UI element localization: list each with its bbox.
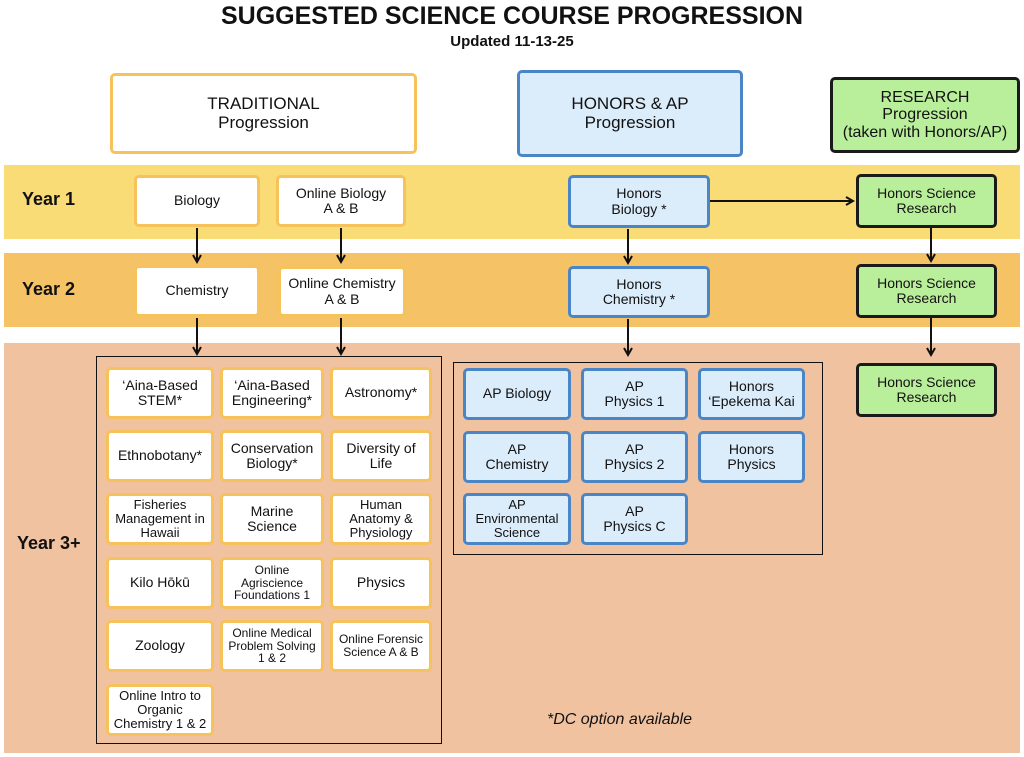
course-honors-biology: Honors Biology * (568, 175, 710, 228)
ap-honors-course: AP Physics C (581, 493, 688, 545)
honors-ap-electives-frame (453, 362, 823, 555)
course-online-chemistry: Online Chemistry A & B (278, 266, 406, 317)
course-biology: Biology (134, 175, 260, 227)
course-chemistry: Chemistry (134, 265, 260, 317)
elective-course: Ethnobotany* (106, 430, 214, 482)
ap-honors-course: Honors ‘Epekema Kai (698, 368, 805, 420)
elective-course: ‘Aina-Based STEM* (106, 367, 214, 419)
course-online-biology: Online Biology A & B (276, 175, 406, 227)
course-honors-science-research-2: Honors Science Research (856, 264, 997, 318)
research-column-header: RESEARCH Progression (taken with Honors/… (830, 77, 1020, 153)
elective-course: Online Medical Problem Solving 1 & 2 (220, 620, 324, 672)
ap-honors-course: AP Biology (463, 368, 571, 420)
elective-course: Marine Science (220, 493, 324, 545)
year-1-label: Year 1 (22, 189, 76, 209)
honors-ap-column-header: HONORS & AP Progression (517, 70, 743, 157)
elective-course: Kilo Hōkū (106, 557, 214, 609)
elective-course: Human Anatomy & Physiology (330, 493, 432, 545)
traditional-column-header: TRADITIONAL Progression (110, 73, 417, 154)
course-honors-science-research-3: Honors Science Research (856, 363, 997, 417)
traditional-electives-frame (96, 356, 442, 744)
elective-course: ‘Aina-Based Engineering* (220, 367, 324, 419)
elective-course: Conservation Biology* (220, 430, 324, 482)
elective-course: Physics (330, 557, 432, 609)
elective-course: Astronomy* (330, 367, 432, 419)
page-subtitle: Updated 11-13-25 (450, 33, 574, 50)
elective-course: Fisheries Management in Hawaii (106, 493, 214, 545)
ap-honors-course: Honors Physics (698, 431, 805, 483)
elective-course: Zoology (106, 620, 214, 672)
course-honors-chemistry: Honors Chemistry * (568, 266, 710, 318)
ap-honors-course: AP Environmental Science (463, 493, 571, 545)
elective-course: Diversity of Life (330, 430, 432, 482)
dc-footnote: *DC option available (547, 711, 692, 728)
elective-course: Online Agriscience Foundations 1 (220, 557, 324, 609)
page-title: SUGGESTED SCIENCE COURSE PROGRESSION (220, 2, 804, 30)
year-2-label: Year 2 (22, 279, 76, 299)
elective-course: Online Intro to Organic Chemistry 1 & 2 (106, 684, 214, 736)
elective-course: Online Forensic Science A & B (330, 620, 432, 672)
course-honors-science-research-1: Honors Science Research (856, 174, 997, 228)
ap-honors-course: AP Physics 1 (581, 368, 688, 420)
ap-honors-course: AP Chemistry (463, 431, 571, 483)
year-3-label: Year 3+ (17, 533, 81, 553)
ap-honors-course: AP Physics 2 (581, 431, 688, 483)
